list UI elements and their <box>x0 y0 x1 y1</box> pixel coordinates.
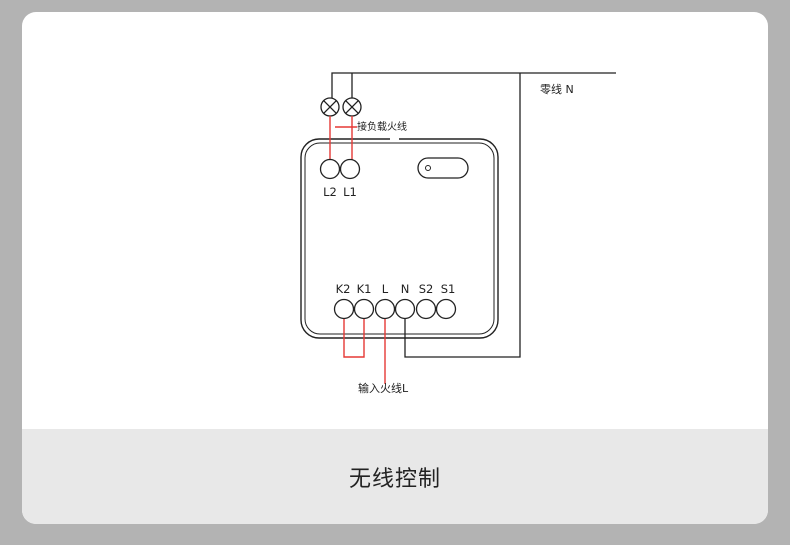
svg-text:S1: S1 <box>441 282 456 296</box>
terminal-S2: S2 <box>415 282 437 320</box>
lamp-icon <box>342 97 362 117</box>
wiring-diagram: L2 L1 K2 K1 L N S2 S1 <box>300 72 616 395</box>
switch-module <box>300 134 499 339</box>
lamp-icon <box>320 97 340 117</box>
svg-text:L1: L1 <box>343 185 357 199</box>
terminal-K2: K2 <box>333 282 355 320</box>
caption-bar: 无线控制 <box>22 429 768 524</box>
svg-text:K1: K1 <box>357 282 372 296</box>
svg-text:K2: K2 <box>336 282 351 296</box>
neutral-label: 零线 N <box>540 82 574 96</box>
caption-text: 无线控制 <box>348 466 441 492</box>
live-wire <box>329 116 386 384</box>
terminal-K1: K1 <box>353 282 375 320</box>
neutral-wire <box>331 72 616 358</box>
svg-text:N: N <box>401 282 410 296</box>
terminal-N: N <box>394 282 416 320</box>
diagram-card: L2 L1 K2 K1 L N S2 S1 <box>22 12 768 524</box>
load-live-label: 接负载火线 <box>357 120 407 133</box>
svg-text:S2: S2 <box>419 282 434 296</box>
terminal-L1: L1 <box>339 158 361 199</box>
terminal-L2: L2 <box>319 158 341 199</box>
svg-text:L2: L2 <box>323 185 337 199</box>
input-live-label: 输入火线L <box>358 381 409 395</box>
pairing-button <box>417 157 469 179</box>
terminal-S1: S1 <box>435 282 457 320</box>
svg-text:L: L <box>382 282 389 296</box>
terminal-L: L <box>374 282 396 320</box>
